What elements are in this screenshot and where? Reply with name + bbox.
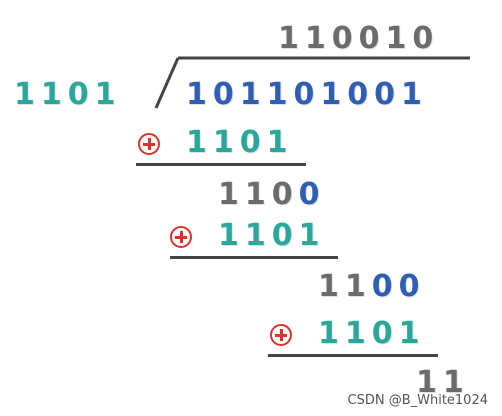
step-2-rule <box>170 256 338 259</box>
step-1-subtrahend: 1101 <box>186 125 294 160</box>
remainder-digit: 0 <box>271 177 299 212</box>
brought-down-digit: 0 <box>298 177 326 212</box>
step-2-remainder: 1100 <box>218 178 326 212</box>
xor-icon <box>138 133 160 155</box>
remainder-digit: 1 <box>218 177 245 212</box>
step-2-subtrahend: 1101 <box>218 218 326 253</box>
remainder-digit: 1 <box>244 177 272 212</box>
brought-down-digit: 0 <box>371 269 399 304</box>
step-3-subtrahend: 1101 <box>318 316 426 351</box>
step-3-remainder: 1100 <box>318 270 426 304</box>
step-3-rule <box>268 354 438 357</box>
quotient: 110010 <box>278 21 440 56</box>
remainder-digit: 1 <box>344 269 372 304</box>
brought-down-digit: 0 <box>398 269 426 304</box>
step-1-rule <box>136 163 306 166</box>
final-remainder: 11 <box>416 365 470 400</box>
dividend: 101101001 <box>186 77 428 112</box>
divisor: 1101 <box>14 77 122 112</box>
xor-icon <box>270 324 292 346</box>
remainder-digit: 1 <box>318 269 345 304</box>
watermark: CSDN @B_White1024 <box>347 393 489 408</box>
xor-icon <box>170 226 192 248</box>
